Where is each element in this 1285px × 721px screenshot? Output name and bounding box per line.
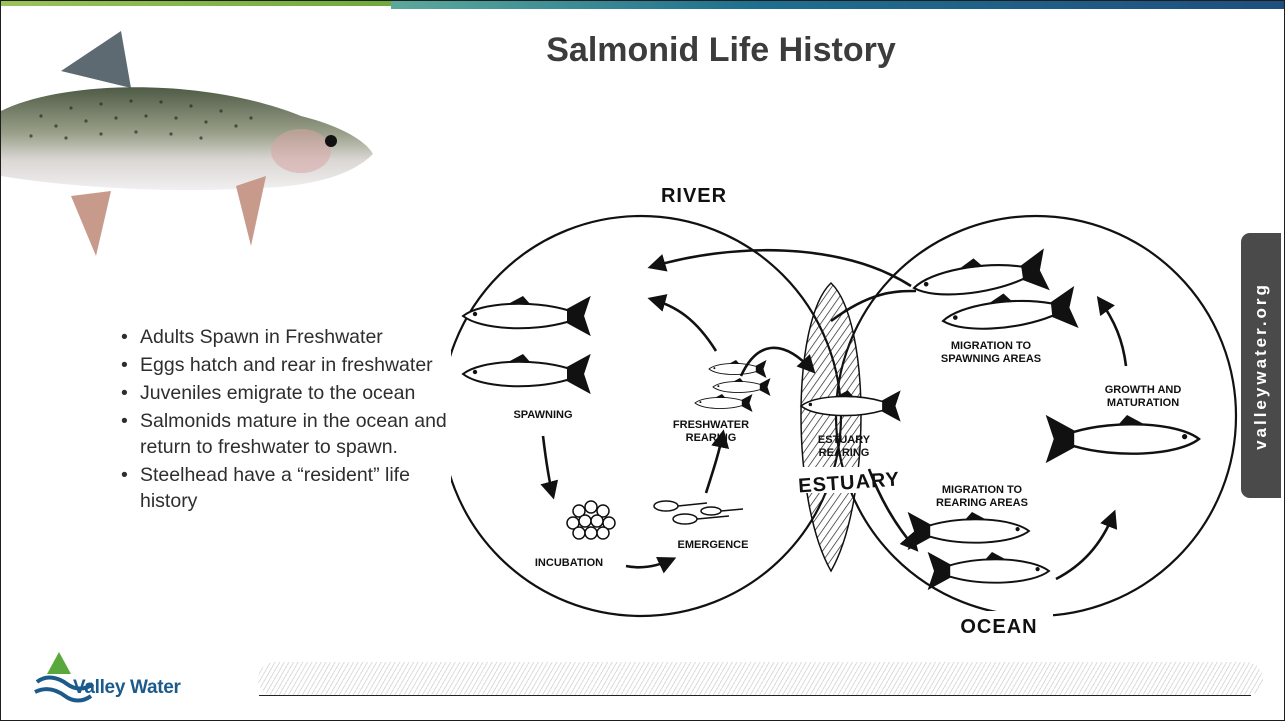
arrow-spawning-incubation (543, 436, 553, 496)
footer-hatch-band (258, 662, 1263, 696)
spawning-fish (463, 296, 589, 334)
freshwater-rearing-fry (695, 360, 770, 411)
stage-label-migration-rearing: MIGRATION TO (942, 484, 1023, 496)
arrow-ocean-growth (1056, 513, 1114, 579)
website-side-tab[interactable]: valleywater.org (1241, 233, 1281, 498)
bullet-item: Steelhead have a “resident” life history (121, 462, 451, 514)
stage-label-growth: MATURATION (1107, 397, 1179, 409)
estuary-zone (801, 283, 861, 571)
arrow-spawn-return (651, 299, 716, 351)
bullet-list: Adults Spawn in Freshwater Eggs hatch an… (121, 324, 451, 516)
slide-title: Salmonid Life History (441, 31, 1001, 70)
stage-label-growth: GROWTH AND (1105, 384, 1182, 396)
maturation-fish (1048, 415, 1199, 461)
salmon-illustration (1, 26, 386, 266)
stage-label-migration-rearing: REARING AREAS (936, 497, 1028, 509)
top-accent-bar (1, 1, 1284, 9)
logo-text: Valley Water (73, 677, 181, 699)
emergence-alevins (654, 501, 743, 524)
region-label-ocean: OCEAN (960, 616, 1037, 638)
stage-label-freshwater-rearing: REARING (686, 432, 737, 444)
bullet-item: Eggs hatch and rear in freshwater (121, 352, 451, 378)
website-label: valleywater.org (1251, 282, 1271, 450)
stage-label-estuary-rearing: ESTUARY (818, 434, 871, 446)
rearing-migration-fish (929, 552, 1049, 588)
stage-label-estuary-rearing: REARING (819, 447, 870, 459)
stage-label-freshwater-rearing: FRESHWATER (673, 419, 749, 431)
bullet-item: Juveniles emigrate to the ocean (121, 380, 451, 406)
arrow-to-river (651, 250, 911, 286)
stage-label-emergence: EMERGENCE (678, 539, 749, 551)
rearing-migration-fish (909, 512, 1029, 548)
spawning-migration-fish (911, 249, 1048, 307)
stage-label-incubation: INCUBATION (535, 557, 603, 569)
life-cycle-diagram: RIVER OCEAN ESTUARY (451, 171, 1241, 671)
footer-rule (259, 695, 1251, 696)
river-circle (451, 216, 841, 616)
bullet-item: Adults Spawn in Freshwater (121, 324, 451, 350)
spawning-fish (463, 354, 589, 392)
arrow-growth-migration (1099, 299, 1126, 366)
stage-label-spawning: SPAWNING (513, 409, 572, 421)
stage-label-migration-spawning: SPAWNING AREAS (941, 353, 1041, 365)
stage-label-migration-spawning: MIGRATION TO (951, 340, 1032, 352)
region-label-river: RIVER (661, 185, 727, 207)
bullet-item: Salmonids mature in the ocean and return… (121, 408, 451, 460)
arrow-incubation-emergence (626, 559, 673, 567)
egg-cluster (567, 501, 615, 539)
